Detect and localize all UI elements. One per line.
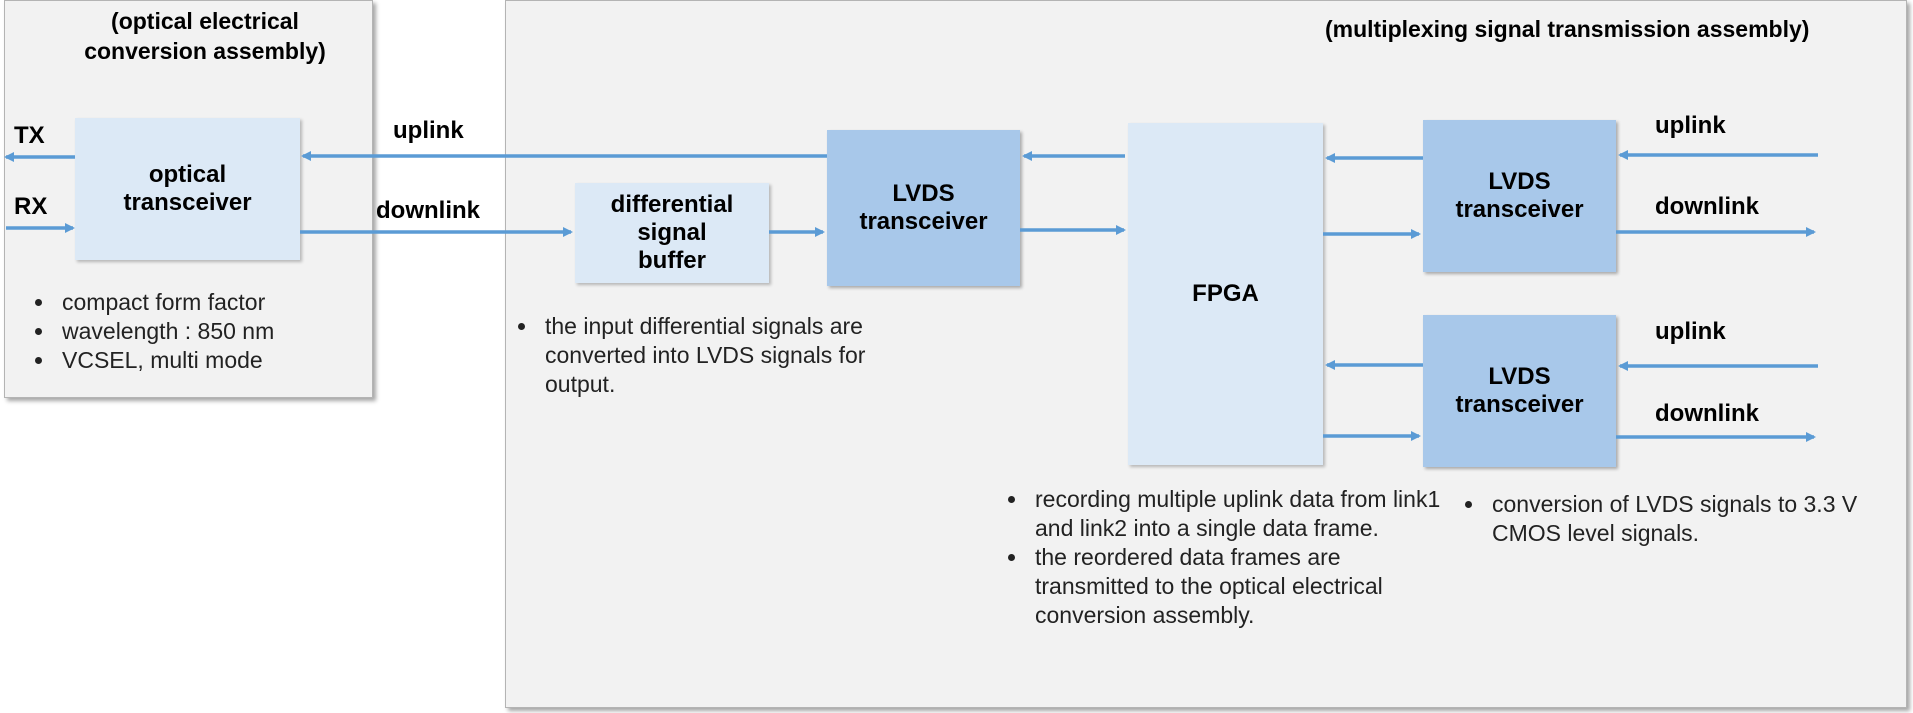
note-item: the reordered data frames are transmitte…	[1029, 543, 1449, 630]
note-item: VCSEL, multi mode	[56, 346, 396, 375]
link1-uplink-label: uplink	[1655, 112, 1726, 139]
left-panel-title: (optical electrical conversion assembly)	[84, 8, 326, 64]
optical-transceiver-notes: compact form factor wavelength : 850 nm …	[30, 288, 396, 375]
tx-label: TX	[14, 122, 45, 149]
link2-uplink-label: uplink	[1655, 318, 1726, 345]
lvds-transceiver-main-block: LVDS transceiver	[827, 130, 1020, 286]
buffer-notes: the input differential signals are conve…	[513, 312, 929, 399]
link2-downlink-label: downlink	[1655, 400, 1759, 427]
note-item: recording multiple uplink data from link…	[1029, 485, 1449, 543]
lvds-transceiver-link2-block: LVDS transceiver	[1423, 315, 1616, 467]
uplink-label: uplink	[393, 117, 464, 144]
link1-downlink-label: downlink	[1655, 193, 1759, 220]
note-item: the input differential signals are conve…	[539, 312, 929, 399]
right-panel-title: (multiplexing signal transmission assemb…	[1325, 16, 1810, 42]
lvds-notes: conversion of LVDS signals to 3.3 V CMOS…	[1460, 490, 1896, 548]
differential-signal-buffer-block: differential signal buffer	[575, 183, 769, 283]
note-item: conversion of LVDS signals to 3.3 V CMOS…	[1486, 490, 1896, 548]
rx-label: RX	[14, 193, 48, 220]
lvds-transceiver-link1-block: LVDS transceiver	[1423, 120, 1616, 272]
downlink-label: downlink	[376, 197, 480, 224]
note-item: wavelength : 850 nm	[56, 317, 396, 346]
fpga-notes: recording multiple uplink data from link…	[1003, 485, 1449, 630]
note-item: compact form factor	[56, 288, 396, 317]
optical-transceiver-block: optical transceiver	[75, 118, 300, 260]
fpga-block: FPGA	[1128, 123, 1323, 465]
